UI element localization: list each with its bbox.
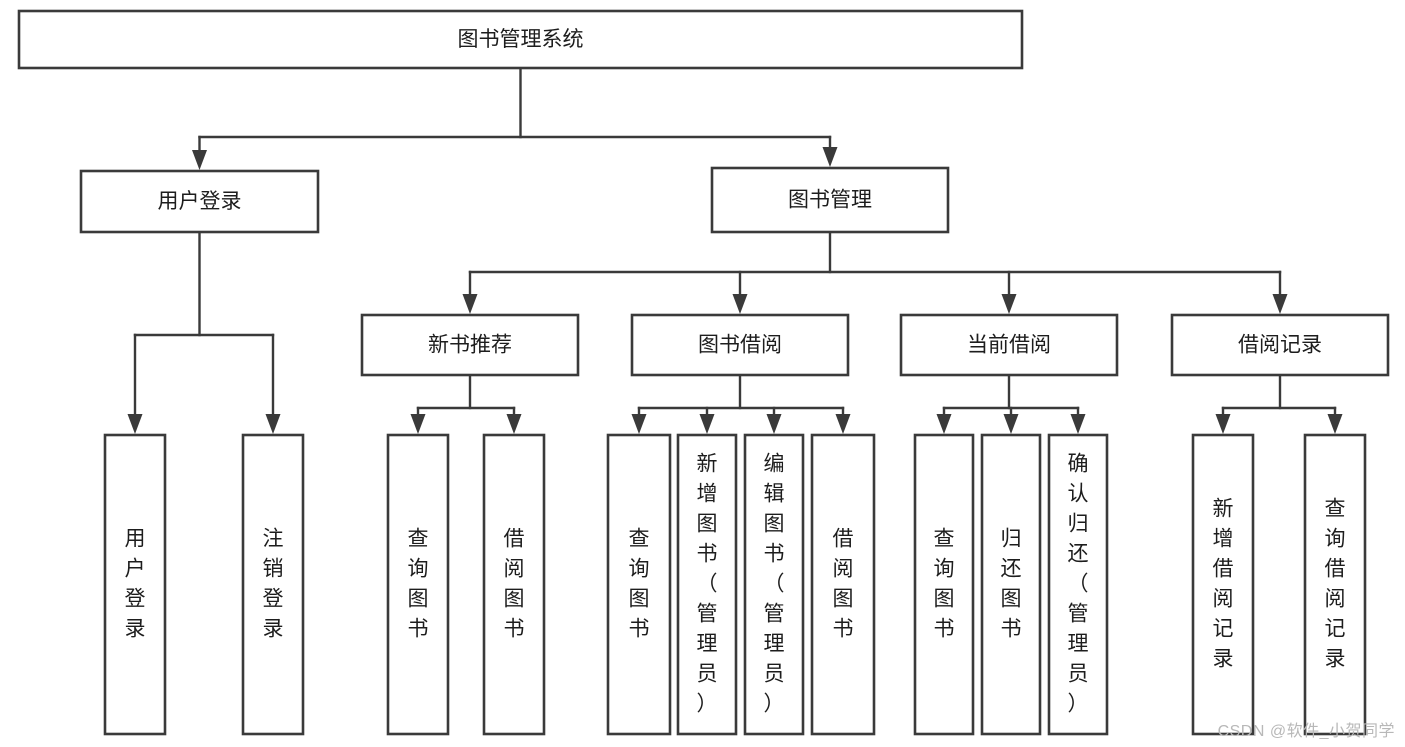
node-box	[241, 433, 305, 736]
node-label: 借阅记录	[1238, 334, 1322, 357]
node-label: 查询图书	[934, 528, 955, 641]
node-leaf-query-record[interactable]: 查询借阅记录	[1303, 433, 1367, 736]
node-box	[1191, 433, 1255, 736]
node-borrow-record[interactable]: 借阅记录	[1170, 313, 1390, 377]
node-leaf-add-record[interactable]: 新增借阅记录	[1191, 433, 1255, 736]
node-leaf-query-book-1[interactable]: 查询图书	[386, 433, 450, 736]
node-leaf-query-book-3[interactable]: 查询图书	[913, 433, 975, 736]
node-box	[17, 9, 1024, 70]
node-box	[899, 313, 1119, 377]
node-box	[710, 166, 950, 234]
edge-group-root	[192, 66, 838, 170]
connector-layer	[127, 66, 1343, 434]
node-box	[810, 433, 876, 736]
node-box	[1303, 433, 1367, 736]
node-label: 当前借阅	[967, 334, 1051, 357]
node-box	[482, 433, 546, 736]
node-label: 新增图书（管理员）	[697, 453, 718, 716]
node-box	[1047, 433, 1109, 736]
node-leaf-return-book[interactable]: 归还图书	[980, 433, 1042, 736]
node-leaf-borrow-book-2[interactable]: 借阅图书	[810, 433, 876, 736]
node-label: 借阅图书	[833, 528, 854, 641]
node-label: 查询借阅记录	[1325, 498, 1346, 671]
node-label: 注销登录	[263, 528, 284, 641]
node-label: 新书推荐	[428, 334, 512, 357]
edge-group-borrow_record	[1215, 373, 1343, 434]
node-box	[913, 433, 975, 736]
node-current-borrow[interactable]: 当前借阅	[899, 313, 1119, 377]
node-label: 归还图书	[1001, 528, 1022, 641]
node-box	[980, 433, 1042, 736]
node-box	[386, 433, 450, 736]
edge-group-current_borrow	[936, 373, 1086, 434]
node-new-book-rec[interactable]: 新书推荐	[360, 313, 580, 377]
node-label: 用户登录	[125, 528, 146, 641]
node-leaf-edit-book[interactable]: 编辑图书（管理员）	[743, 433, 805, 736]
node-label: 编辑图书（管理员）	[764, 453, 785, 716]
node-label: 借阅图书	[504, 528, 525, 641]
node-leaf-borrow-book-1[interactable]: 借阅图书	[482, 433, 546, 736]
node-leaf-add-book[interactable]: 新增图书（管理员）	[676, 433, 738, 736]
node-box	[103, 433, 167, 736]
node-label: 查询图书	[629, 528, 650, 641]
node-label: 确认归还（管理员）	[1068, 453, 1089, 716]
node-label: 图书管理系统	[458, 28, 584, 51]
node-book-borrow[interactable]: 图书借阅	[630, 313, 850, 377]
node-book-manage[interactable]: 图书管理	[710, 166, 950, 234]
node-box	[743, 433, 805, 736]
edge-group-new_book_rec	[410, 373, 522, 434]
edge-group-book_borrow	[631, 373, 851, 434]
node-leaf-query-book-2[interactable]: 查询图书	[606, 433, 672, 736]
node-box	[630, 313, 850, 377]
edge-group-book_manage	[462, 230, 1288, 314]
node-layer: 图书管理系统用户登录图书管理新书推荐图书借阅当前借阅借阅记录用户登录注销登录查询…	[17, 9, 1390, 736]
node-leaf-user-login[interactable]: 用户登录	[103, 433, 167, 736]
node-label: 查询图书	[408, 528, 429, 641]
edge-group-user_login	[127, 230, 281, 434]
node-box	[1170, 313, 1390, 377]
node-box	[606, 433, 672, 736]
node-root[interactable]: 图书管理系统	[17, 9, 1024, 70]
node-leaf-confirm-return[interactable]: 确认归还（管理员）	[1047, 433, 1109, 736]
node-label: 新增借阅记录	[1213, 498, 1234, 671]
node-leaf-logout[interactable]: 注销登录	[241, 433, 305, 736]
node-box	[360, 313, 580, 377]
node-label: 用户登录	[158, 190, 242, 213]
node-user-login[interactable]: 用户登录	[79, 169, 320, 234]
node-box	[676, 433, 738, 736]
node-label: 图书管理	[788, 189, 872, 212]
node-label: 图书借阅	[698, 334, 782, 357]
node-box	[79, 169, 320, 234]
